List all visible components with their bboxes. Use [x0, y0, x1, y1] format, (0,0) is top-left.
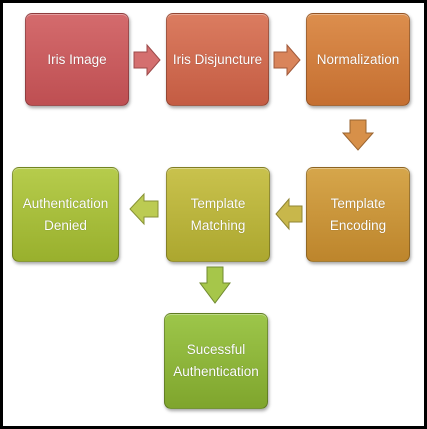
node-template-matching-label: Template Matching: [190, 195, 246, 233]
node-template-encoding: Template Encoding: [306, 167, 410, 262]
node-successful-authentication-label: Sucessful Authentication: [173, 342, 259, 379]
arrow-left-icon: [275, 197, 303, 231]
arrow-right-icon: [273, 43, 301, 77]
node-iris-image: Iris Image: [25, 13, 129, 106]
node-successful-authentication: Sucessful Authentication: [164, 313, 268, 409]
arrow-down-icon: [199, 266, 231, 304]
arrow-down-icon: [341, 119, 375, 151]
node-normalization: Normalization: [306, 13, 410, 106]
node-iris-disjuncture: Iris Disjuncture: [166, 13, 269, 106]
arrow-left-icon: [129, 192, 159, 226]
arrow-right-icon: [133, 43, 161, 77]
node-authentication-denied-label: Authentication Denied: [22, 195, 109, 233]
node-iris-disjuncture-label: Iris Disjuncture: [172, 51, 263, 67]
node-iris-image-label: Iris Image: [47, 51, 107, 67]
node-template-matching: Template Matching: [166, 167, 270, 262]
node-normalization-label: Normalization: [316, 51, 400, 67]
node-authentication-denied: Authentication Denied: [12, 167, 119, 262]
node-template-encoding-label: Template Encoding: [329, 195, 387, 233]
